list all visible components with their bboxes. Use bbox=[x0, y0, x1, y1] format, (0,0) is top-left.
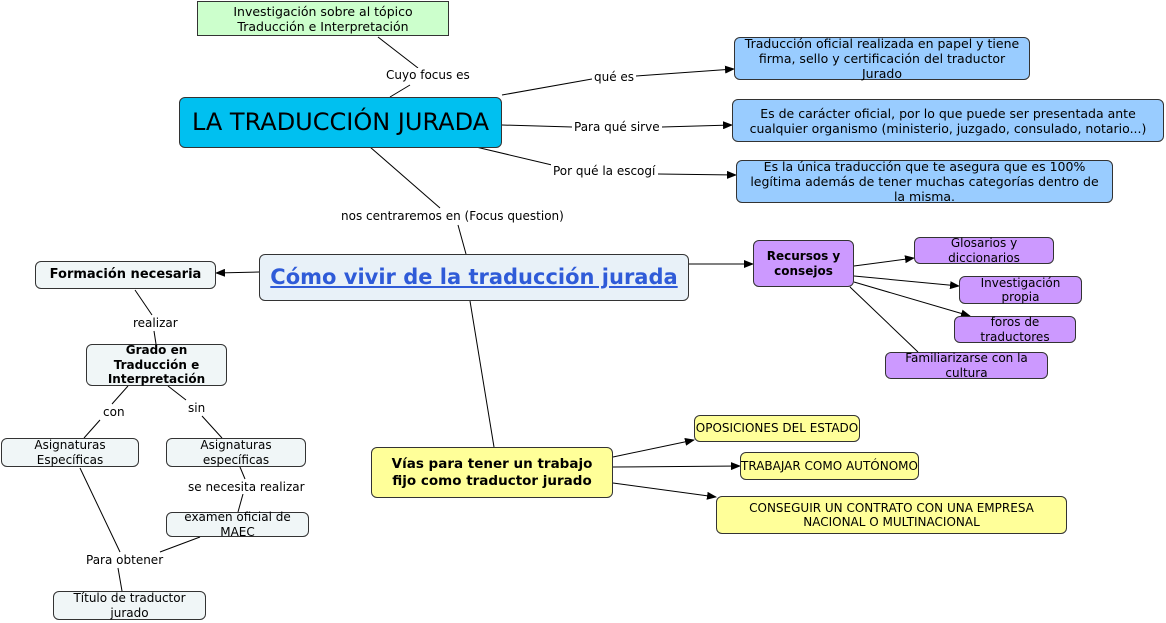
node-forums[interactable]: foros de traductores bbox=[954, 315, 1076, 344]
node-reason[interactable]: Es la única traducción que te asegura qu… bbox=[736, 159, 1113, 204]
node-main-topic[interactable]: LA TRADUCCIÓN JURADA bbox=[179, 97, 502, 148]
line-need-exam bbox=[237, 493, 244, 513]
node-own-research[interactable]: Investigación propia bbox=[959, 276, 1082, 304]
line-focus-ways bbox=[469, 300, 495, 448]
line-main-centraremos bbox=[369, 146, 441, 209]
line-con-subj bbox=[83, 419, 101, 439]
line-ways-freelance bbox=[612, 462, 741, 471]
line-porque-reason bbox=[657, 170, 737, 179]
label-con: con bbox=[101, 405, 127, 419]
node-purpose[interactable]: Es de carácter oficial, por lo que puede… bbox=[732, 99, 1164, 142]
line-main-porque bbox=[475, 146, 553, 166]
node-definition[interactable]: Traducción oficial realizada en papel y … bbox=[734, 36, 1030, 81]
node-title-sworn[interactable]: Título de traductor jurado bbox=[53, 591, 206, 620]
label-cuyo-focus: Cuyo focus es bbox=[384, 68, 472, 82]
label-sin: sin bbox=[186, 401, 208, 415]
line-focus-training bbox=[215, 268, 260, 277]
line-res-culture bbox=[849, 286, 919, 353]
line-main-para bbox=[501, 124, 573, 128]
line-res-invest bbox=[853, 275, 960, 290]
node-resources[interactable]: Recursos y consejos bbox=[753, 240, 854, 287]
focus-question-link[interactable]: Cómo vivir de la traducción jurada bbox=[270, 264, 678, 289]
label-para-obtener: Para obtener bbox=[84, 553, 166, 567]
node-glossaries[interactable]: Glosarios y diccionarios bbox=[914, 236, 1054, 265]
line-research-main bbox=[377, 36, 419, 69]
line-queEs-def bbox=[635, 65, 735, 77]
line-res-forums bbox=[853, 281, 971, 318]
line-main-queEs bbox=[501, 78, 593, 96]
line-exam-obtener bbox=[159, 536, 201, 553]
node-culture[interactable]: Familiarizarse con la cultura bbox=[885, 351, 1048, 380]
node-subjects-with[interactable]: Asignaturas Específicas bbox=[1, 438, 139, 467]
line-subj2-need bbox=[239, 466, 246, 480]
node-focus-question[interactable]: Cómo vivir de la traducción jurada bbox=[259, 254, 689, 301]
node-state-exams[interactable]: OPOSICIONES DEL ESTADO bbox=[694, 415, 860, 442]
line-ways-contract bbox=[612, 482, 717, 500]
line-subj-obtener bbox=[79, 467, 121, 553]
node-contract[interactable]: CONSEGUIR UN CONTRATO CON UNA EMPRESA NA… bbox=[716, 496, 1067, 534]
line-ways-exams bbox=[612, 437, 695, 458]
line-sin-subj2 bbox=[201, 415, 223, 439]
label-realizar: realizar bbox=[131, 316, 180, 330]
label-se-necesita: se necesita realizar bbox=[186, 480, 307, 494]
line-realizar-degree bbox=[153, 330, 157, 345]
node-degree[interactable]: Grado en Traducción e Interpretación bbox=[86, 343, 227, 386]
line-centraremos-focus bbox=[457, 224, 467, 255]
line-para-purpose bbox=[661, 121, 733, 130]
node-research[interactable]: Investigación sobre al tópico Traducción… bbox=[197, 1, 449, 36]
node-ways[interactable]: Vías para tener un trabajo fijo como tra… bbox=[371, 447, 613, 498]
label-por-que: Por qué la escogí bbox=[551, 164, 658, 178]
node-freelance[interactable]: TRABAJAR COMO AUTÓNOMO bbox=[740, 452, 919, 480]
node-exam[interactable]: examen oficial de MAEC bbox=[166, 510, 309, 539]
line-obtener-title bbox=[117, 567, 123, 592]
label-centraremos: nos centraremos en (Focus question) bbox=[339, 209, 566, 223]
line-res-gloss bbox=[853, 255, 915, 267]
node-subjects-without[interactable]: Asignaturas específicas bbox=[166, 438, 306, 467]
label-que-es: qué es bbox=[592, 70, 637, 84]
line-degree-con bbox=[111, 385, 129, 405]
line-degree-sin bbox=[167, 385, 187, 401]
line-training-realizar bbox=[134, 289, 153, 316]
node-training[interactable]: Formación necesaria bbox=[35, 261, 216, 289]
label-para-que-sirve: Para qué sirve bbox=[572, 120, 662, 134]
line-cuyo-main bbox=[389, 84, 411, 98]
